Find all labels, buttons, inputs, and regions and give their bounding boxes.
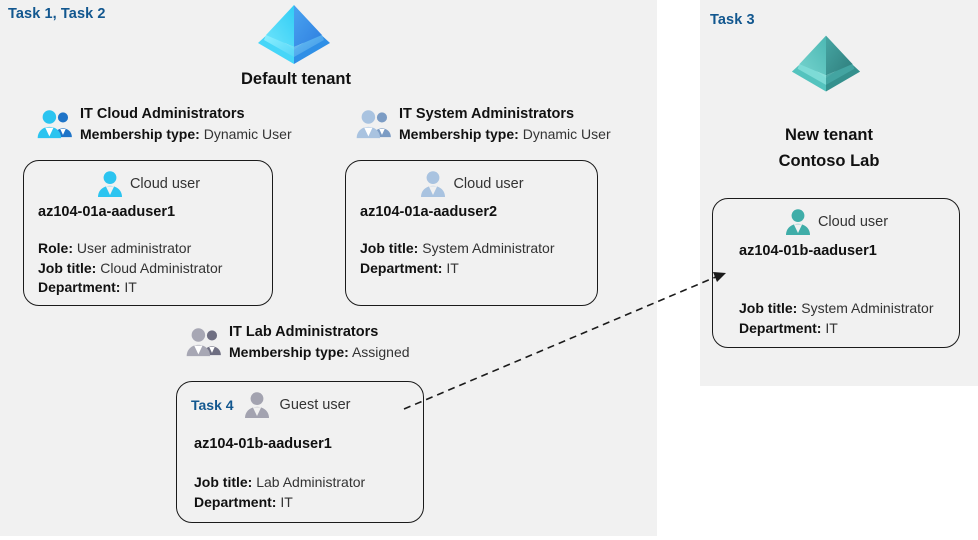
user-kind-label: Cloud user bbox=[129, 175, 201, 192]
default-tenant-title: Default tenant bbox=[240, 70, 351, 88]
group-it-cloud-administrators: IT Cloud Administrators Membership type:… bbox=[36, 105, 292, 144]
user-principal-name: az104-01b-aaduser1 bbox=[739, 243, 877, 259]
attr-value: User administrator bbox=[76, 240, 192, 256]
card-task-label: Task 4 bbox=[191, 396, 234, 413]
group-users-icon bbox=[36, 109, 74, 139]
attr-department: Department: IT bbox=[38, 278, 222, 298]
attr-label: Job title: bbox=[38, 259, 97, 276]
user-card-az104-01a-aaduser2[interactable]: Cloud user az104-01a-aaduser2 Job title:… bbox=[345, 160, 598, 306]
cloud-user-icon bbox=[96, 170, 124, 197]
attr-value: IT bbox=[446, 259, 459, 276]
attr-label: Department: bbox=[739, 319, 822, 336]
attr-value: System Administrator bbox=[422, 240, 555, 256]
attr-department: Department: IT bbox=[360, 259, 555, 279]
user-attributes: Role: User administrator Job title: Clou… bbox=[38, 239, 222, 298]
user-attributes: Job title: System Administrator Departme… bbox=[739, 299, 934, 338]
group-name: IT Cloud Administrators bbox=[80, 106, 245, 122]
attr-label: Department: bbox=[360, 259, 443, 276]
group-membership-type: Membership type: Dynamic User bbox=[80, 124, 292, 144]
group-membership-value: Dynamic User bbox=[203, 126, 292, 142]
attr-label: Department: bbox=[194, 493, 277, 510]
group-membership-label: Membership type: bbox=[399, 126, 519, 142]
attr-label: Job title: bbox=[194, 474, 253, 490]
group-membership-value: Assigned bbox=[351, 344, 410, 360]
guest-user-icon bbox=[243, 391, 271, 418]
user-card-az104-01b-aaduser1-cloud[interactable]: Cloud user az104-01b-aaduser1 Job title:… bbox=[712, 198, 960, 348]
attr-job-title: Job title: System Administrator bbox=[360, 239, 555, 259]
user-principal-name: az104-01a-aaduser1 bbox=[38, 204, 176, 220]
attr-value: IT bbox=[124, 279, 137, 295]
group-membership-type: Membership type: Assigned bbox=[229, 342, 410, 362]
attr-job-title: Job title: Lab Administrator bbox=[194, 473, 365, 493]
user-card-az104-01b-aaduser1-guest[interactable]: Task 4 Guest user az104-01b-aaduser1 Job… bbox=[176, 381, 424, 523]
attr-department: Department: IT bbox=[739, 319, 934, 339]
user-kind-label: Cloud user bbox=[453, 175, 524, 192]
user-attributes: Job title: Lab Administrator Department:… bbox=[194, 473, 365, 512]
card-header: Cloud user bbox=[24, 170, 272, 197]
attr-value: Cloud Administrator bbox=[100, 259, 223, 276]
user-card-az104-01a-aaduser1[interactable]: Cloud user az104-01a-aaduser1 Role: User… bbox=[23, 160, 273, 306]
group-name: IT Lab Administrators bbox=[229, 324, 379, 340]
group-membership-label: Membership type: bbox=[80, 126, 200, 142]
azure-ad-tenant-icon-default bbox=[256, 2, 332, 68]
attr-label: Job title: bbox=[360, 240, 419, 256]
attr-department: Department: IT bbox=[194, 493, 365, 513]
attr-label: Department: bbox=[38, 279, 121, 295]
new-tenant-title-line1: New tenant bbox=[784, 126, 873, 144]
group-name: IT System Administrators bbox=[399, 106, 575, 122]
group-it-lab-administrators: IT Lab Administrators Membership type: A… bbox=[185, 323, 410, 362]
user-attributes: Job title: System Administrator Departme… bbox=[360, 239, 555, 278]
attr-label: Job title: bbox=[739, 300, 798, 316]
card-header: Task 4 Guest user bbox=[177, 391, 423, 418]
attr-value: System Administrator bbox=[801, 300, 934, 316]
user-kind-label: Guest user bbox=[279, 396, 351, 413]
card-header: Cloud user bbox=[713, 208, 959, 235]
group-membership-label: Membership type: bbox=[229, 344, 349, 360]
attr-label: Role: bbox=[38, 240, 73, 256]
task-label-1-2: Task 1, Task 2 bbox=[8, 6, 106, 22]
attr-job-title: Job title: Cloud Administrator bbox=[38, 259, 222, 279]
group-users-icon bbox=[185, 327, 223, 357]
azure-ad-tenant-icon-new bbox=[790, 32, 862, 96]
card-header: Cloud user bbox=[346, 170, 597, 197]
user-principal-name: az104-01a-aaduser2 bbox=[360, 204, 498, 220]
attr-value: IT bbox=[280, 493, 293, 510]
user-kind-label: Cloud user bbox=[817, 213, 889, 230]
cloud-user-icon bbox=[419, 170, 447, 197]
user-principal-name: az104-01b-aaduser1 bbox=[194, 436, 332, 452]
new-tenant-title-line2: Contoso Lab bbox=[778, 152, 880, 170]
group-membership-type: Membership type: Dynamic User bbox=[399, 124, 611, 144]
group-users-icon bbox=[355, 109, 393, 139]
attr-value: IT bbox=[825, 319, 838, 336]
cloud-user-icon bbox=[784, 208, 812, 235]
attr-job-title: Job title: System Administrator bbox=[739, 299, 934, 319]
group-membership-value: Dynamic User bbox=[522, 126, 611, 142]
attr-role: Role: User administrator bbox=[38, 239, 222, 259]
task-label-3: Task 3 bbox=[710, 12, 755, 28]
attr-value: Lab Administrator bbox=[256, 474, 366, 490]
group-it-system-administrators: IT System Administrators Membership type… bbox=[355, 105, 611, 144]
